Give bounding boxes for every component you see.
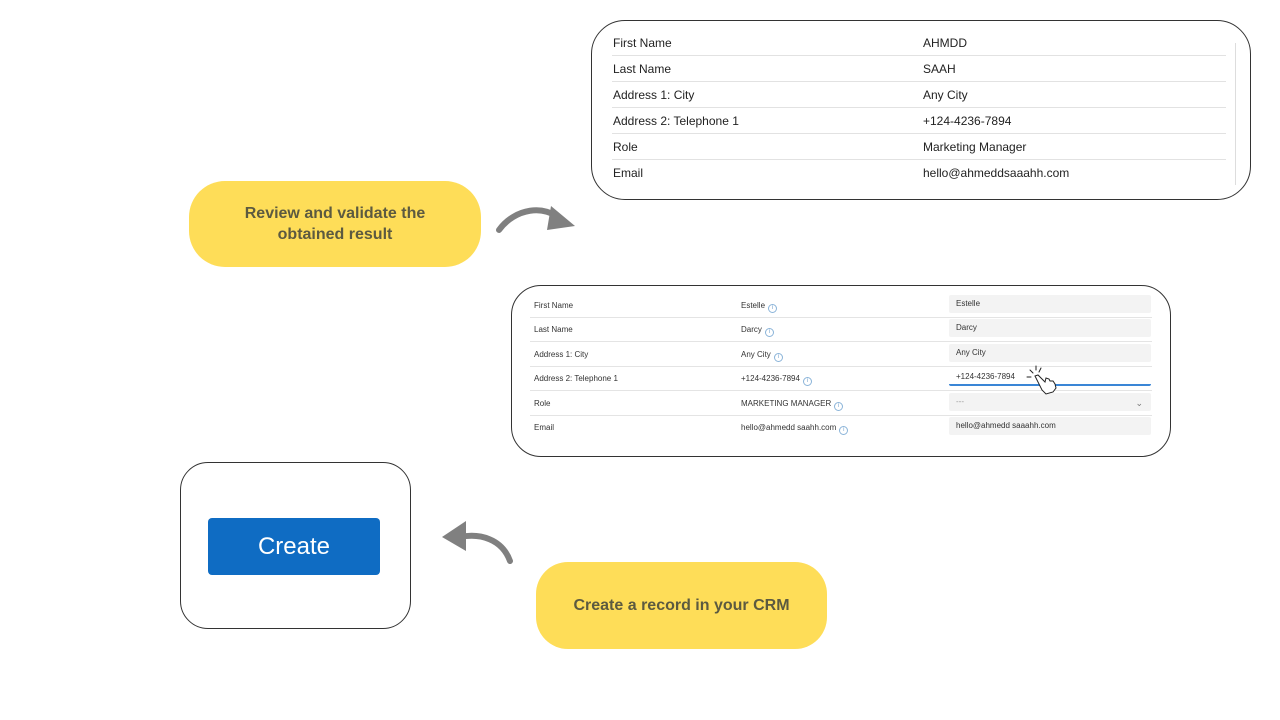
result-value: AHMDD (923, 36, 967, 50)
form-label: Email (534, 423, 555, 432)
chevron-down-icon[interactable]: ⌄ (1135, 398, 1143, 408)
result-row-first-name: First Name AHMDD (612, 29, 1226, 56)
review-callout: Review and validate the obtained result (189, 181, 481, 267)
result-value: SAAH (923, 62, 956, 76)
city-field[interactable]: Any City (949, 344, 1151, 362)
form-label: Address 1: City (534, 350, 589, 359)
role-select[interactable]: --- ⌄ (949, 393, 1151, 411)
curved-arrow-icon (442, 521, 513, 564)
info-icon[interactable]: i (773, 353, 783, 362)
result-row-role: Role Marketing Manager (612, 133, 1226, 160)
result-value: +124-4236-7894 (923, 114, 1012, 128)
info-icon[interactable]: i (839, 426, 849, 435)
result-label: Email (613, 166, 644, 180)
hand-pointer-icon (1026, 365, 1057, 395)
result-label: Role (613, 140, 638, 154)
result-label: Address 2: Telephone 1 (613, 114, 739, 128)
result-row-email: Email hello@ahmeddsaaahh.com (612, 159, 1226, 185)
first-name-field[interactable]: Estelle (949, 295, 1151, 313)
result-row-last-name: Last Name SAAH (612, 55, 1226, 82)
info-icon[interactable]: i (768, 304, 778, 313)
form-label: Last Name (534, 325, 573, 334)
result-value: Any City (923, 88, 968, 102)
result-value: hello@ahmeddsaaahh.com (923, 166, 1070, 180)
result-row-telephone: Address 2: Telephone 1 +124-4236-7894 (612, 107, 1226, 134)
curved-arrow-icon (496, 206, 575, 233)
form-label: First Name (534, 301, 574, 310)
result-panel: First Name AHMDD Last Name SAAH Address … (591, 20, 1251, 200)
form-label: Role (534, 399, 551, 408)
info-icon[interactable]: i (834, 402, 844, 411)
create-button[interactable]: Create (208, 518, 380, 575)
result-label: Address 1: City (613, 88, 695, 102)
create-callout: Create a record in your CRM (536, 562, 827, 649)
info-icon[interactable]: i (764, 328, 774, 337)
result-value: Marketing Manager (923, 140, 1027, 154)
last-name-field[interactable]: Darcy (949, 319, 1151, 337)
result-label: Last Name (613, 62, 672, 76)
result-row-city: Address 1: City Any City (612, 81, 1226, 108)
result-label: First Name (613, 36, 672, 50)
role-select-value: --- (956, 397, 964, 406)
scrollbar-track[interactable] (1235, 43, 1236, 185)
info-icon[interactable]: i (802, 377, 812, 386)
create-card: Create (180, 462, 411, 629)
email-field[interactable]: hello@ahmedd saaahh.com (949, 417, 1151, 435)
form-label: Address 2: Telephone 1 (534, 374, 618, 383)
